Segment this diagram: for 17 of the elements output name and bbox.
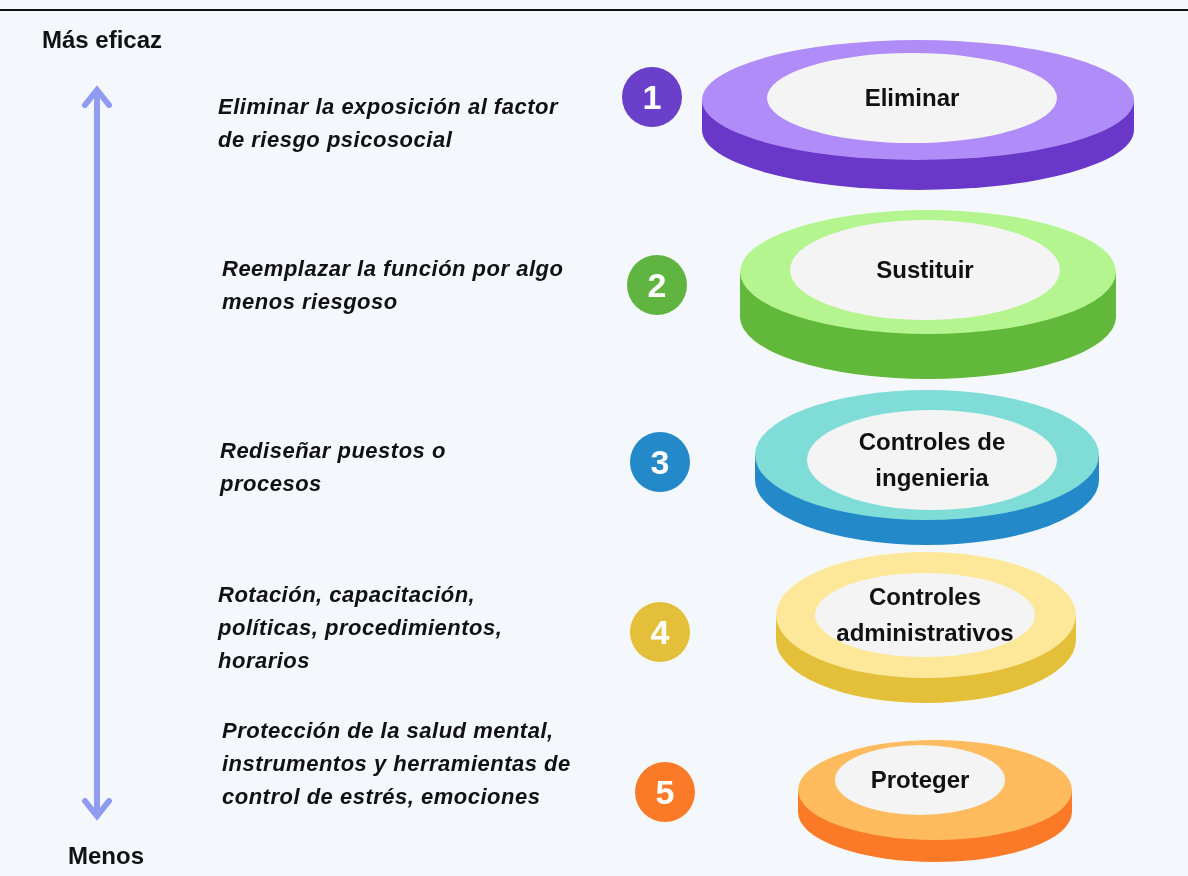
number-badge: 2 bbox=[627, 255, 687, 315]
level-label: Eliminar bbox=[863, 83, 961, 113]
level-label: Controles administrativos bbox=[835, 582, 1015, 648]
axis-bottom-label: Menos bbox=[68, 842, 144, 870]
number-badge: 3 bbox=[630, 432, 690, 492]
level-label: Controles de ingenieria bbox=[857, 427, 1007, 493]
level-label: Proteger bbox=[869, 765, 971, 795]
axis-top-label: Más eficaz bbox=[42, 26, 163, 54]
level-label: Sustituir bbox=[875, 255, 975, 285]
description-text: Rediseñar puestos o procesos bbox=[220, 437, 447, 498]
description-text: Eliminar la exposición al factor de riesgo psicosocial bbox=[218, 93, 560, 154]
description-text: Protección de la salud mental, instrumentos y herramientas de control de estrés, emociones bbox=[222, 717, 572, 811]
number-badge: 5 bbox=[635, 762, 695, 822]
description-text: Rotación, capacitación, políticas, procedimientos, horarios bbox=[218, 581, 504, 675]
number-badge: 4 bbox=[630, 602, 690, 662]
number-badge: 1 bbox=[622, 67, 682, 127]
description-text: Reemplazar la función por algo menos riesgoso bbox=[222, 255, 565, 316]
